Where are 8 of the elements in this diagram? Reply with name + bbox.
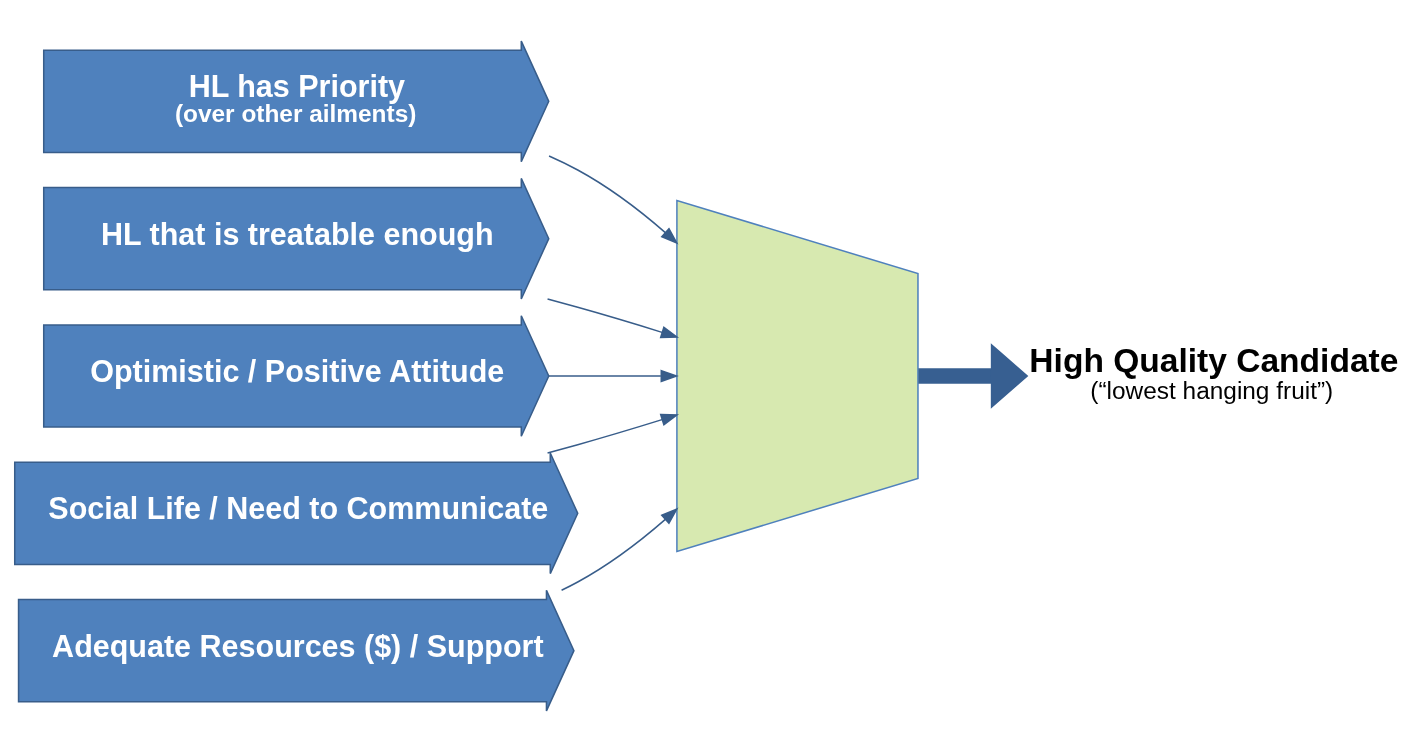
arrow (546, 413, 680, 454)
node-funnel (676, 199, 919, 553)
node-text: High Quality Candidate (“lowest hanging fruit”) (1029, 342, 1399, 404)
arrow (546, 298, 680, 339)
arrow (560, 507, 679, 591)
arrow (918, 343, 1029, 409)
arrow (548, 155, 679, 245)
arrow (548, 369, 679, 383)
